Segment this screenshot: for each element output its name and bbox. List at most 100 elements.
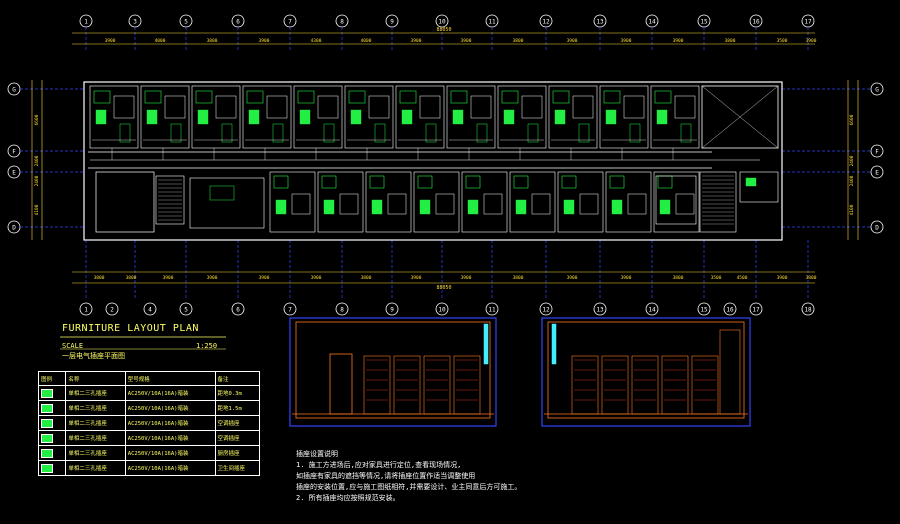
grid-label-bottom: 13	[596, 307, 604, 314]
grid-bubble-bottom	[385, 302, 399, 316]
bed-furniture	[572, 95, 594, 119]
legend-model: AC250V/10A(16A)暗装	[124, 430, 216, 446]
legend-name: 单相二三孔插座	[65, 445, 126, 461]
guest-room-bottom	[557, 171, 604, 233]
grid-bubble-bottom	[105, 302, 119, 316]
legend-model: AC250V/10A(16A)暗装	[124, 385, 216, 401]
outlet-cluster	[611, 199, 623, 215]
dimension-label-right: 2400	[849, 155, 855, 166]
outlet-cluster	[419, 199, 431, 215]
grid-label-bottom: 5	[184, 307, 188, 314]
elevation-cabinet	[393, 355, 421, 415]
bathroom-fixture	[465, 175, 481, 189]
outlet-symbol-icon	[41, 448, 53, 458]
bathroom-fixture	[609, 175, 625, 189]
outlet-symbol-icon	[41, 418, 53, 428]
plan-title: FURNITURE LAYOUT PLAN	[62, 323, 199, 334]
wardrobe-fixture	[272, 123, 284, 143]
guest-room-top	[650, 85, 700, 149]
guest-room-top	[497, 85, 547, 149]
guest-room-bottom	[317, 171, 364, 233]
grid-bubble-right	[870, 82, 884, 96]
legend-header-row: 图例 名称 型号规格 备注	[37, 371, 261, 386]
grid-bubble-right	[870, 220, 884, 234]
wardrobe-fixture	[170, 123, 182, 143]
grid-label-right: E	[875, 170, 879, 177]
legend-model: AC250V/10A(16A)暗装	[124, 445, 216, 461]
guest-room-top	[395, 85, 445, 149]
dimension-label-bottom: 3800	[806, 275, 817, 281]
grid-label-left: D	[12, 225, 16, 232]
scale-value: 1:250	[196, 342, 218, 350]
legend-model: AC250V/10A(16A)暗装	[124, 415, 216, 431]
wardrobe-fixture	[578, 123, 590, 143]
elevation-cabinet	[601, 355, 629, 415]
grid-label-bottom: 18	[804, 307, 812, 314]
dimension-label-bottom: 4500	[737, 275, 748, 281]
wardrobe-fixture	[425, 123, 437, 143]
elevation-cabinet	[423, 355, 451, 415]
elevation-frame-right	[541, 317, 751, 427]
grid-bubble-bottom	[801, 302, 815, 316]
dimension-label-top: 3800	[513, 38, 524, 44]
dimension-label-bottom: 3800	[513, 275, 524, 281]
outlet-cluster	[656, 109, 668, 125]
outlet-cluster	[467, 199, 479, 215]
office-room	[189, 177, 265, 229]
bathroom-fixture	[552, 90, 570, 104]
grid-label-bottom: 15	[700, 307, 708, 314]
dimension-label-bottom: 3500	[711, 275, 722, 281]
legend-header-name: 名称	[65, 371, 126, 386]
dimension-label-top: 3500	[777, 38, 788, 44]
legend-name: 单相二三孔插座	[65, 430, 126, 446]
outlet-cluster	[605, 109, 617, 125]
guest-room-top	[242, 85, 292, 149]
grid-bubble-bottom	[283, 302, 297, 316]
grid-label-bottom: 12	[542, 307, 550, 314]
grid-label-left: E	[12, 170, 16, 177]
grid-label-top: 7	[288, 19, 292, 26]
bed-furniture	[164, 95, 186, 119]
legend-name: 单相二三孔插座	[65, 385, 126, 401]
wardrobe-fixture	[374, 123, 386, 143]
dimension-label-top: 4300	[311, 38, 322, 44]
bathroom-fixture	[654, 90, 672, 104]
stair-void	[701, 85, 779, 149]
grid-label-bottom: 9	[390, 307, 394, 314]
dimension-label-top: 3900	[806, 38, 817, 44]
grid-label-top: 17	[804, 19, 812, 26]
elevation-glass	[483, 323, 489, 365]
wardrobe-fixture	[629, 123, 641, 143]
notes-heading: 插座设置说明	[296, 450, 338, 458]
wardrobe-fixture	[221, 123, 233, 143]
dimension-label-top: 3900	[105, 38, 116, 44]
grid-bubble-bottom	[723, 302, 737, 316]
bed-furniture	[435, 193, 455, 215]
legend-model: AC250V/10A(16A)暗装	[124, 400, 216, 416]
reception-desk	[209, 185, 235, 201]
outlet-cluster	[95, 109, 107, 125]
dimension-label-top: 3900	[567, 38, 578, 44]
grid-label-right: F	[875, 149, 879, 156]
guest-room-top	[191, 85, 241, 149]
grid-label-right: G	[875, 87, 879, 94]
elevation-wall-left	[295, 321, 491, 419]
grid-bubble-bottom	[645, 302, 659, 316]
grid-label-left: F	[12, 149, 16, 156]
grid-label-top: 16	[752, 19, 760, 26]
grid-label-right: D	[875, 225, 879, 232]
bathroom-fixture	[399, 90, 417, 104]
dimension-label-bottom: 3800	[126, 275, 137, 281]
bathroom-fixture	[297, 90, 315, 104]
legend-name: 单相二三孔插座	[65, 415, 126, 431]
bed-furniture	[483, 193, 503, 215]
dimension-label-top: 3800	[725, 38, 736, 44]
outlet-cluster	[299, 109, 311, 125]
grid-label-bottom: 14	[648, 307, 656, 314]
elevation-cabinet	[363, 355, 391, 415]
legend-note: 卫生间插座	[214, 460, 261, 476]
dimension-label-top: 4000	[361, 38, 372, 44]
grid-bubble-bottom	[435, 302, 449, 316]
